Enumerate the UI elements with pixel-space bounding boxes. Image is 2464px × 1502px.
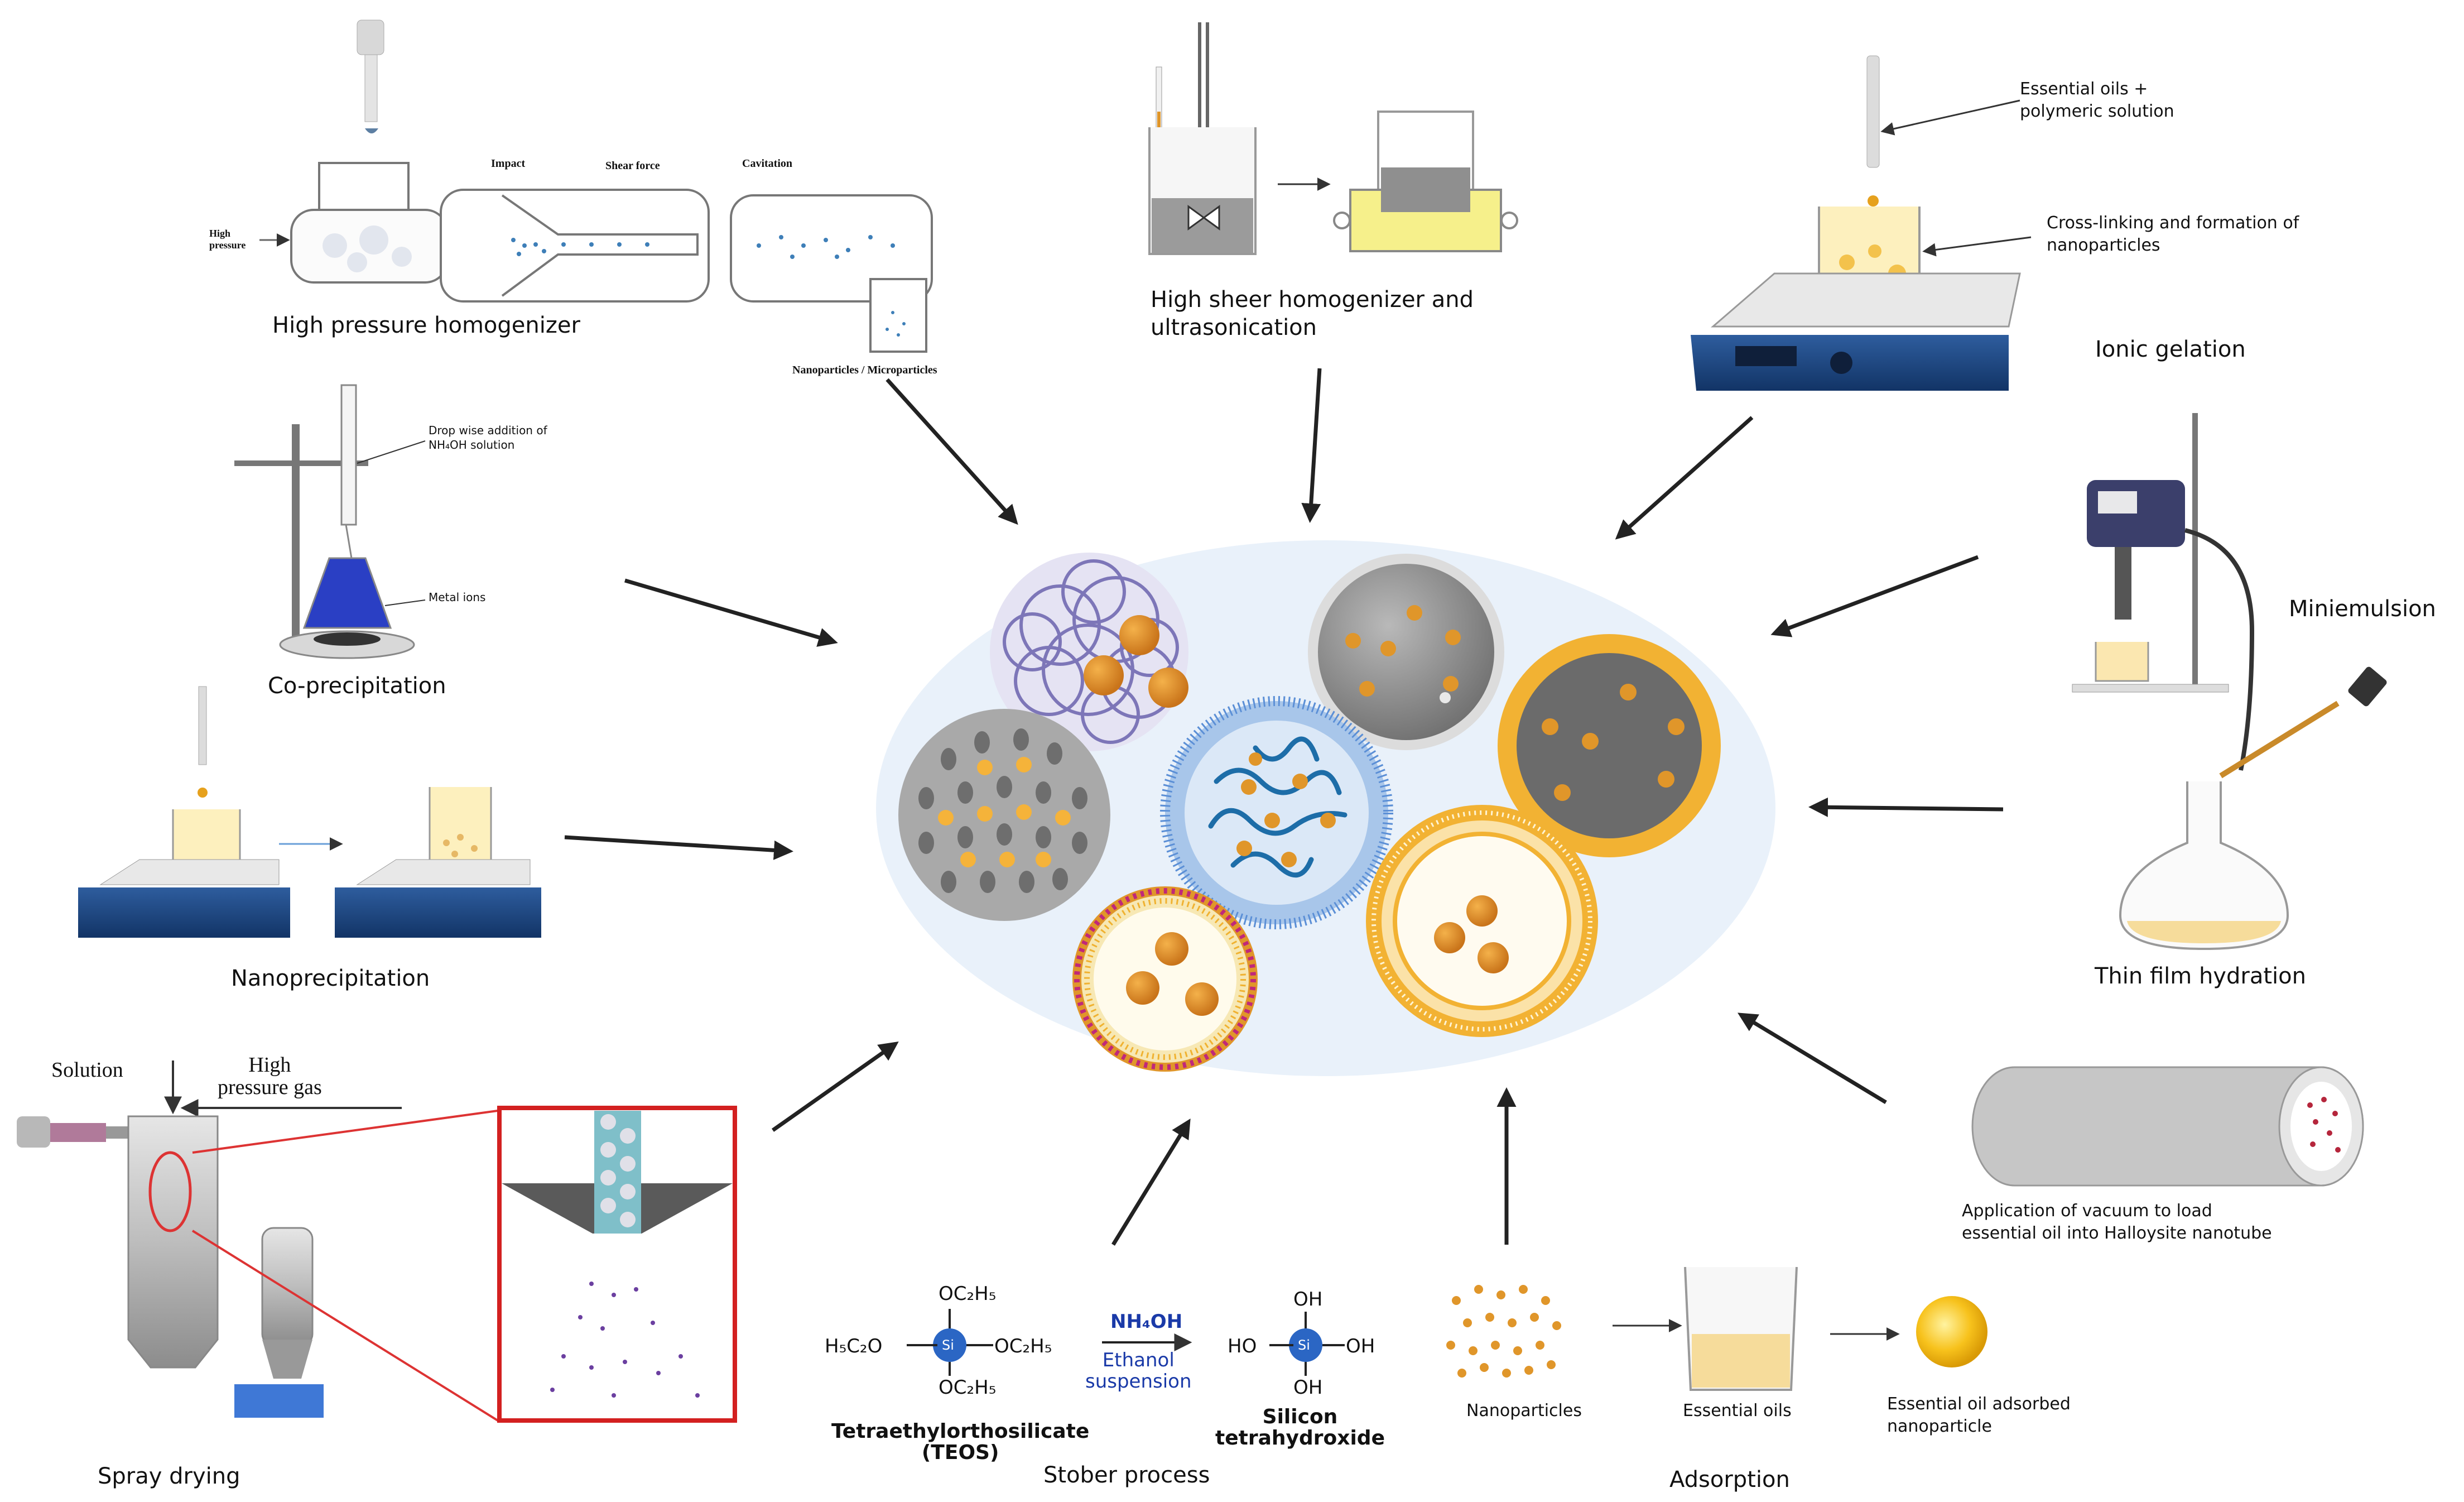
adsorption-label: Adsorption [1669,1467,1790,1493]
stober-teos-bottom: OC₂H₅ [939,1376,997,1399]
mesoporous-particle [898,709,1110,921]
hph-output: Nanoparticles / Microparticles [792,364,937,376]
stober-product-bottom: OH [1293,1376,1323,1399]
stober-product-left: HO [1228,1335,1257,1357]
halloysite-label: Application of vacuum to load essential … [1962,1201,2272,1243]
co-precipitation-label: Co-precipitation [268,673,446,699]
stober-label: Stober process [1043,1462,1210,1488]
nanoemulsion [1366,805,1598,1037]
hph-impact: Impact [491,157,526,170]
ionic-note-oils: Essential oils + polymeric solution [2020,79,2174,121]
stober-si-product: Si [1298,1337,1310,1353]
stober-teos-top: OC₂H₅ [939,1283,997,1305]
stober-illustration [907,1309,1345,1376]
stober-si-teos: Si [942,1337,954,1353]
nanocapsule [1498,634,1721,857]
hph-label: High pressure homogenizer [272,313,580,338]
co-precipitation-note-drop: Drop wise addition of NH₄OH solution [429,424,547,452]
hph-shear-force: Shear force [605,160,660,172]
micelle [1160,696,1393,929]
arrow-nanoprecipitation [564,835,793,860]
spray-solution-label: Solution [51,1058,123,1082]
adsorption-product: Essential oil adsorbed nanoparticle [1887,1394,2071,1436]
hph-cavitation: Cavitation [742,157,792,170]
stober-product-right: OH [1346,1335,1375,1357]
ionic-gelation-illustration [1691,55,2032,391]
miniemulsion-label: Miniemulsion [2289,596,2436,622]
nanoprecipitation-label: Nanoprecipitation [231,966,430,991]
arrow-hph [886,378,1018,525]
arrow-spray [771,1041,899,1132]
arrow-thinfilm [1808,797,2004,817]
arrow-stober [1111,1119,1191,1246]
arrow-ionic [1615,416,1754,540]
stober-teos-right: OC₂H₅ [994,1335,1052,1357]
polymeric-nanoparticle [990,553,1188,751]
stober-teos-name: Tetraethylorthosilicate (TEOS) [831,1420,1090,1464]
stober-product-name: Silicon tetrahydroxide [1215,1405,1385,1450]
spray-drying-illustration [17,1060,737,1423]
stober-product-top: OH [1293,1288,1323,1311]
hph-illustration [259,20,933,353]
co-precipitation-note-metal: Metal ions [429,591,486,604]
adsorption-essential-oils: Essential oils [1683,1401,1792,1421]
halloysite-illustration [1971,1066,2364,1187]
high-shear-label: High sheer homogenizer and ultrasonicati… [1151,287,1474,340]
adsorption-nanoparticles: Nanoparticles [1466,1401,1582,1421]
arrow-high-shear [1301,368,1322,523]
liposome [1072,886,1258,1072]
adsorption-illustration [1446,1266,1987,1391]
high-shear-illustration [1148,22,1518,255]
spray-drying-label: Spray drying [98,1463,240,1489]
arrow-halloysite [1738,1012,1887,1104]
co-precipitation-illustration [234,384,426,659]
solid-lipid-nanoparticle [1308,554,1504,750]
flow-arrows [564,368,2004,1246]
ionic-gelation-label: Ionic gelation [2095,337,2246,362]
arrow-coprecipitation [624,578,838,647]
stober-teos-left: H₅C₂O [825,1335,883,1357]
spray-gas-label: High pressure gas [218,1053,322,1099]
hph-high-pressure: High pressure [209,228,246,251]
ionic-note-crosslinking: Cross-linking and formation of nanoparti… [2047,213,2299,255]
arrow-miniemulsion [1770,555,1979,637]
miniemulsion-illustration [2072,413,2255,771]
nanoprecipitation-illustration [78,686,541,938]
nanocarrier-cluster [876,540,1775,1076]
thin-film-label: Thin film hydration [2095,963,2306,989]
stober-conditions: Ethanol suspension [1085,1349,1192,1393]
stober-reagent: NH₄OH [1110,1311,1183,1333]
thin-film-illustration [2119,666,2387,951]
